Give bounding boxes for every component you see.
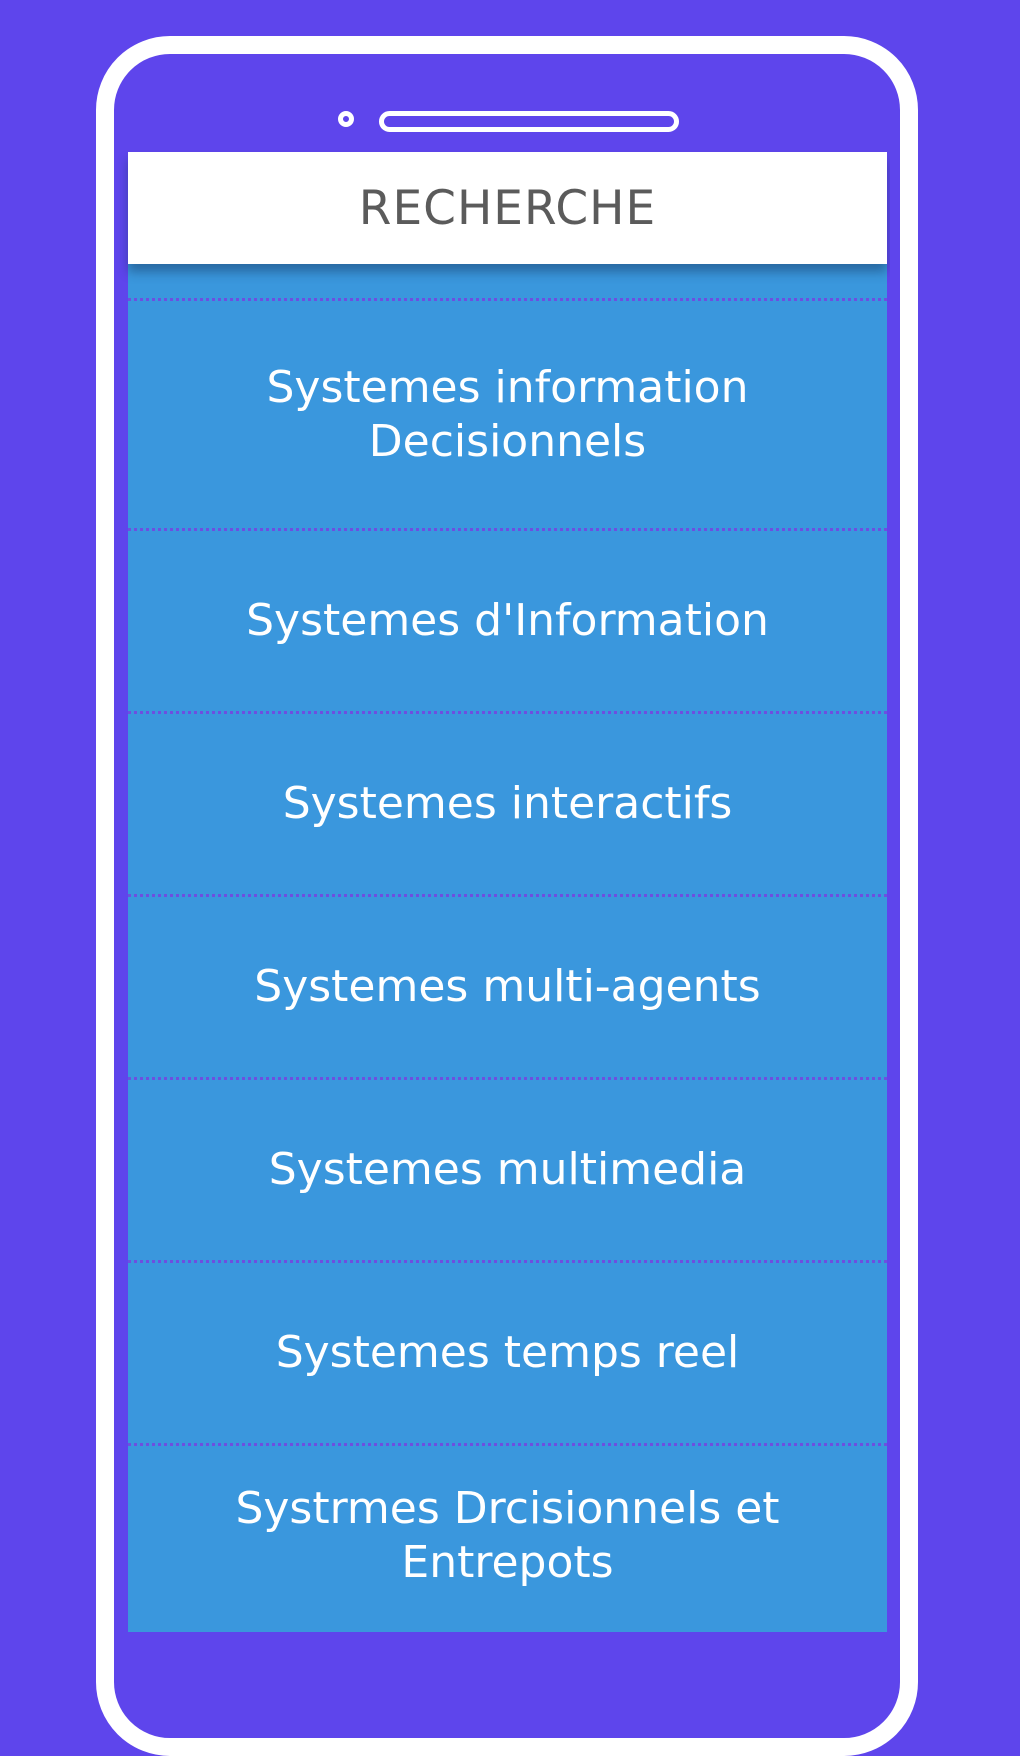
app-header: RECHERCHE	[128, 152, 887, 264]
list-item-systemes-multimedia[interactable]: Systemes multimedia	[128, 1077, 887, 1260]
list-item-systemes-information-decisionnels[interactable]: Systemes information Decisionnels	[128, 298, 887, 528]
list-item-systemes-d-information[interactable]: Systemes d'Information	[128, 528, 887, 711]
list-item-systemes-interactifs[interactable]: Systemes interactifs	[128, 711, 887, 894]
list-item-systrmes-drcisionnels-et-entrepots[interactable]: Systrmes Drcisionnels et Entrepots	[128, 1443, 887, 1626]
page-title: RECHERCHE	[358, 180, 657, 236]
list-item-label: Systemes multi-agents	[254, 961, 761, 1012]
list-item-label: Systrmes Drcisionnels et Entrepots	[235, 1483, 780, 1588]
list-item-label: Systemes temps reel	[275, 1327, 740, 1378]
list-item-systemes-multi-agents[interactable]: Systemes multi-agents	[128, 894, 887, 1077]
list-item-label: Systemes multimedia	[268, 1144, 747, 1195]
research-list: Systemes information Decisionnels System…	[128, 264, 887, 1632]
list-item-systemes-temps-reel[interactable]: Systemes temps reel	[128, 1260, 887, 1443]
list-item-label: Systemes interactifs	[282, 778, 733, 829]
camera-icon	[338, 111, 354, 127]
list-item-label: Systemes d'Information	[246, 595, 769, 646]
speaker-icon	[379, 111, 679, 132]
app-screen: RECHERCHE Systemes information Decisionn…	[110, 150, 890, 1632]
list-item-label: Systemes information Decisionnels	[266, 361, 749, 467]
